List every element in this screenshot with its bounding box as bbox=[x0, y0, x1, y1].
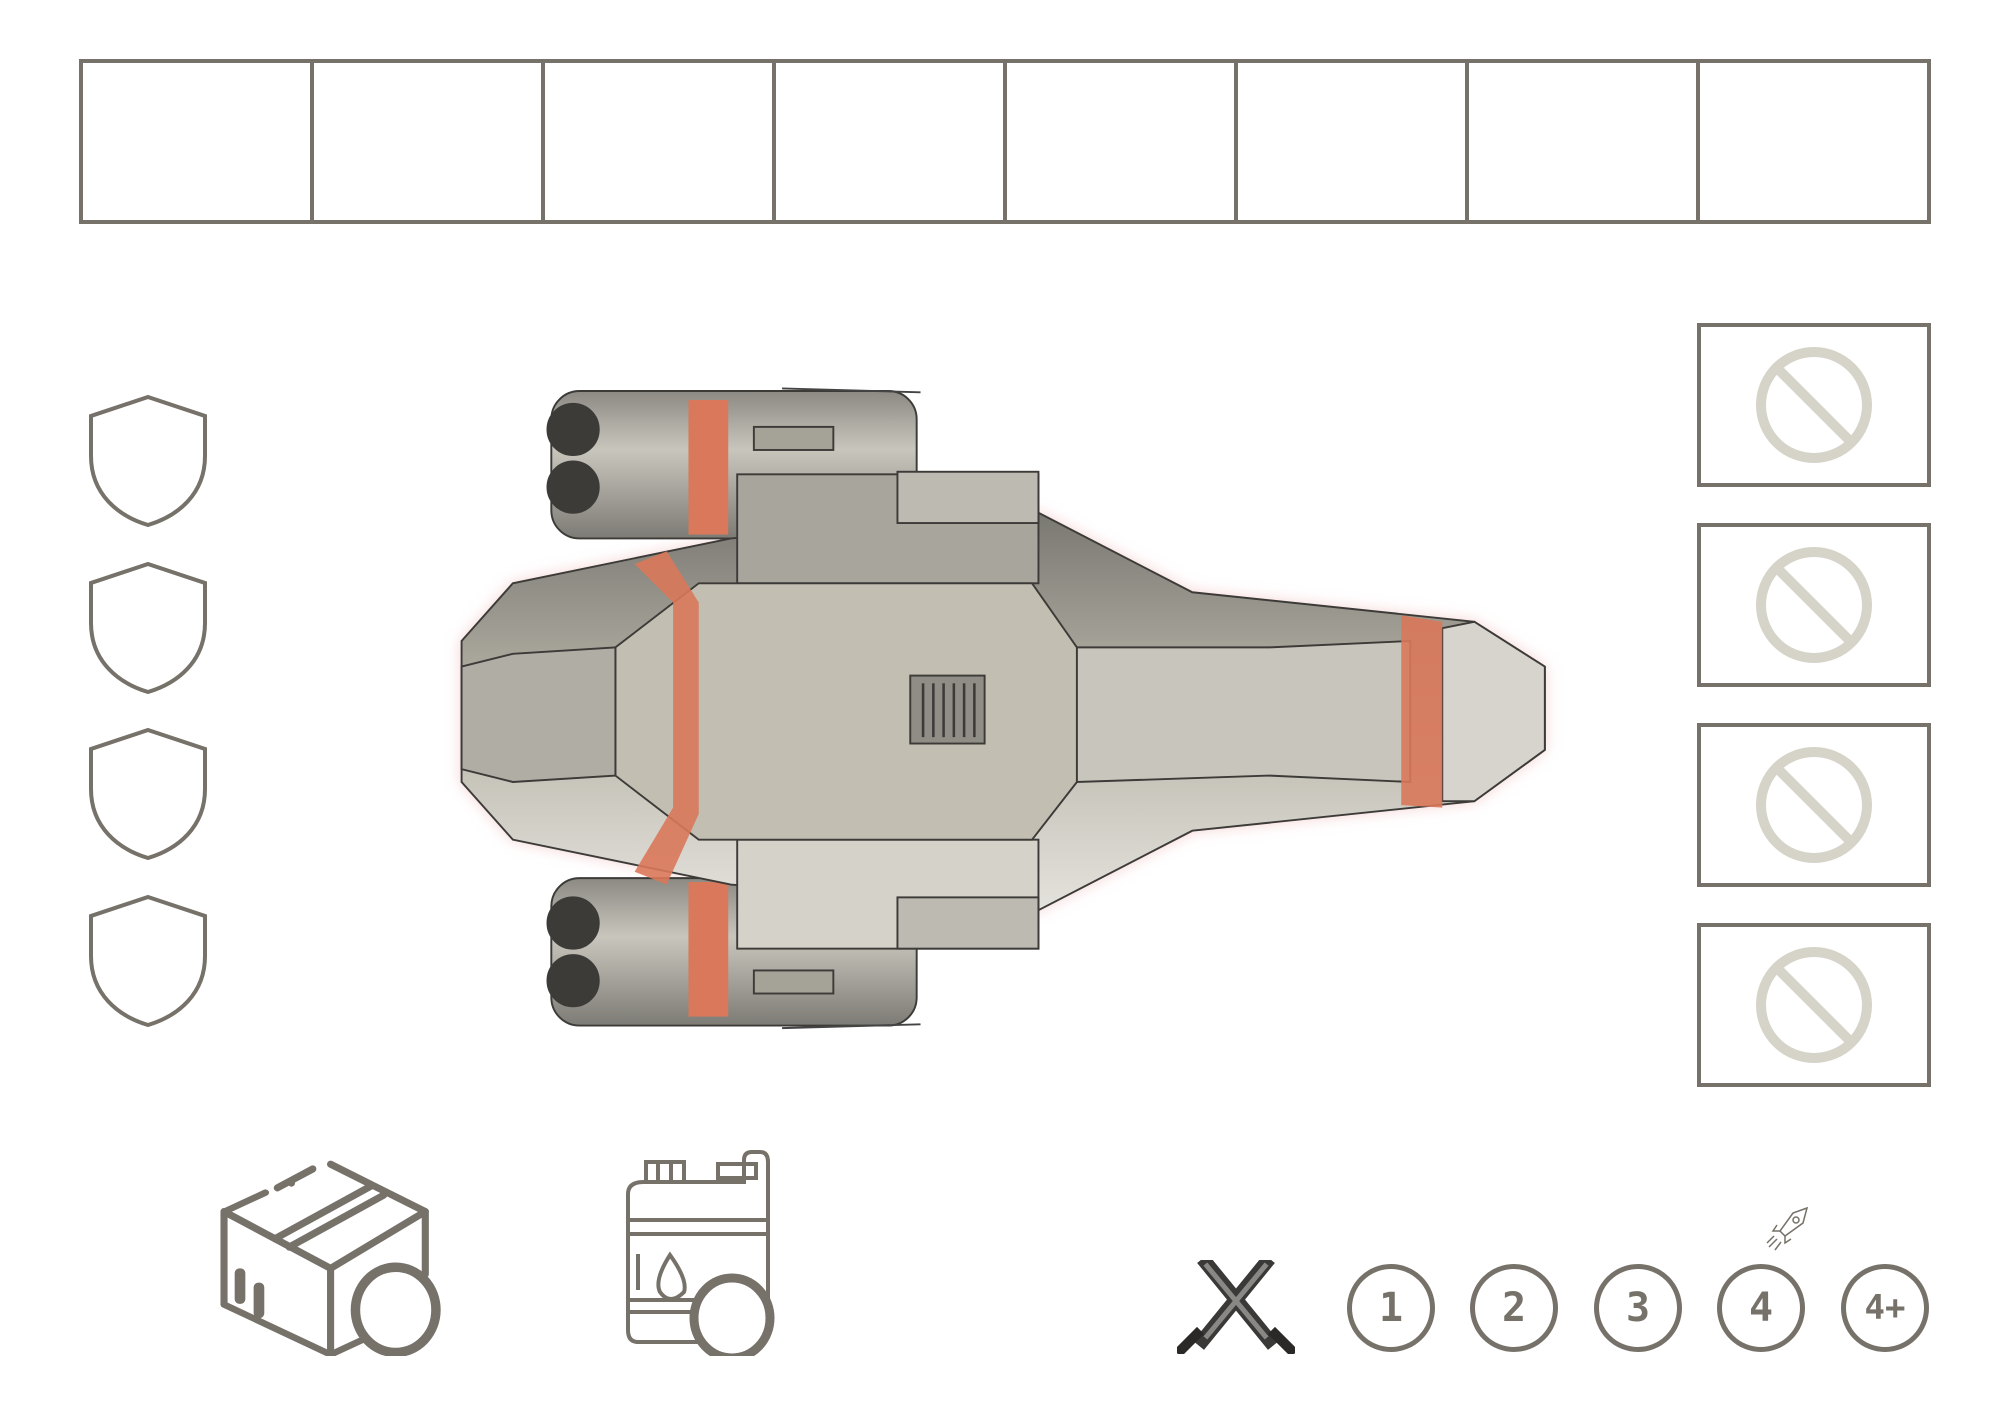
equipment-slot[interactable] bbox=[1697, 323, 1931, 487]
track-cell[interactable] bbox=[1007, 63, 1238, 220]
ammo-crate-icon[interactable] bbox=[218, 1150, 455, 1356]
track-cell[interactable] bbox=[1469, 63, 1700, 220]
track-cell[interactable] bbox=[545, 63, 776, 220]
rocket-icon bbox=[1766, 1206, 1809, 1251]
level-3-button[interactable]: 3 bbox=[1594, 1264, 1682, 1352]
track-cell[interactable] bbox=[83, 63, 314, 220]
level-4-plus-button[interactable]: 4+ bbox=[1841, 1264, 1929, 1352]
shield-icon[interactable] bbox=[88, 894, 208, 1028]
level-2-button[interactable]: 2 bbox=[1470, 1264, 1558, 1352]
equipment-slot[interactable] bbox=[1697, 523, 1931, 687]
forbidden-icon bbox=[1756, 747, 1872, 863]
crossed-swords-icon[interactable] bbox=[1177, 1260, 1295, 1354]
level-1-button[interactable]: 1 bbox=[1347, 1264, 1435, 1352]
forbidden-icon bbox=[1756, 547, 1872, 663]
level-4-button[interactable]: 4 bbox=[1717, 1264, 1805, 1352]
shield-icon[interactable] bbox=[88, 727, 208, 861]
top-track-bar bbox=[79, 59, 1931, 224]
fuel-canister-icon[interactable] bbox=[624, 1150, 778, 1356]
equipment-slot[interactable] bbox=[1697, 723, 1931, 887]
track-cell[interactable] bbox=[314, 63, 545, 220]
forbidden-icon bbox=[1756, 947, 1872, 1063]
track-cell[interactable] bbox=[776, 63, 1007, 220]
forbidden-icon bbox=[1756, 347, 1872, 463]
track-cell[interactable] bbox=[1238, 63, 1469, 220]
shield-icon[interactable] bbox=[88, 561, 208, 695]
equipment-slot[interactable] bbox=[1697, 923, 1931, 1087]
shield-icon[interactable] bbox=[88, 394, 208, 528]
